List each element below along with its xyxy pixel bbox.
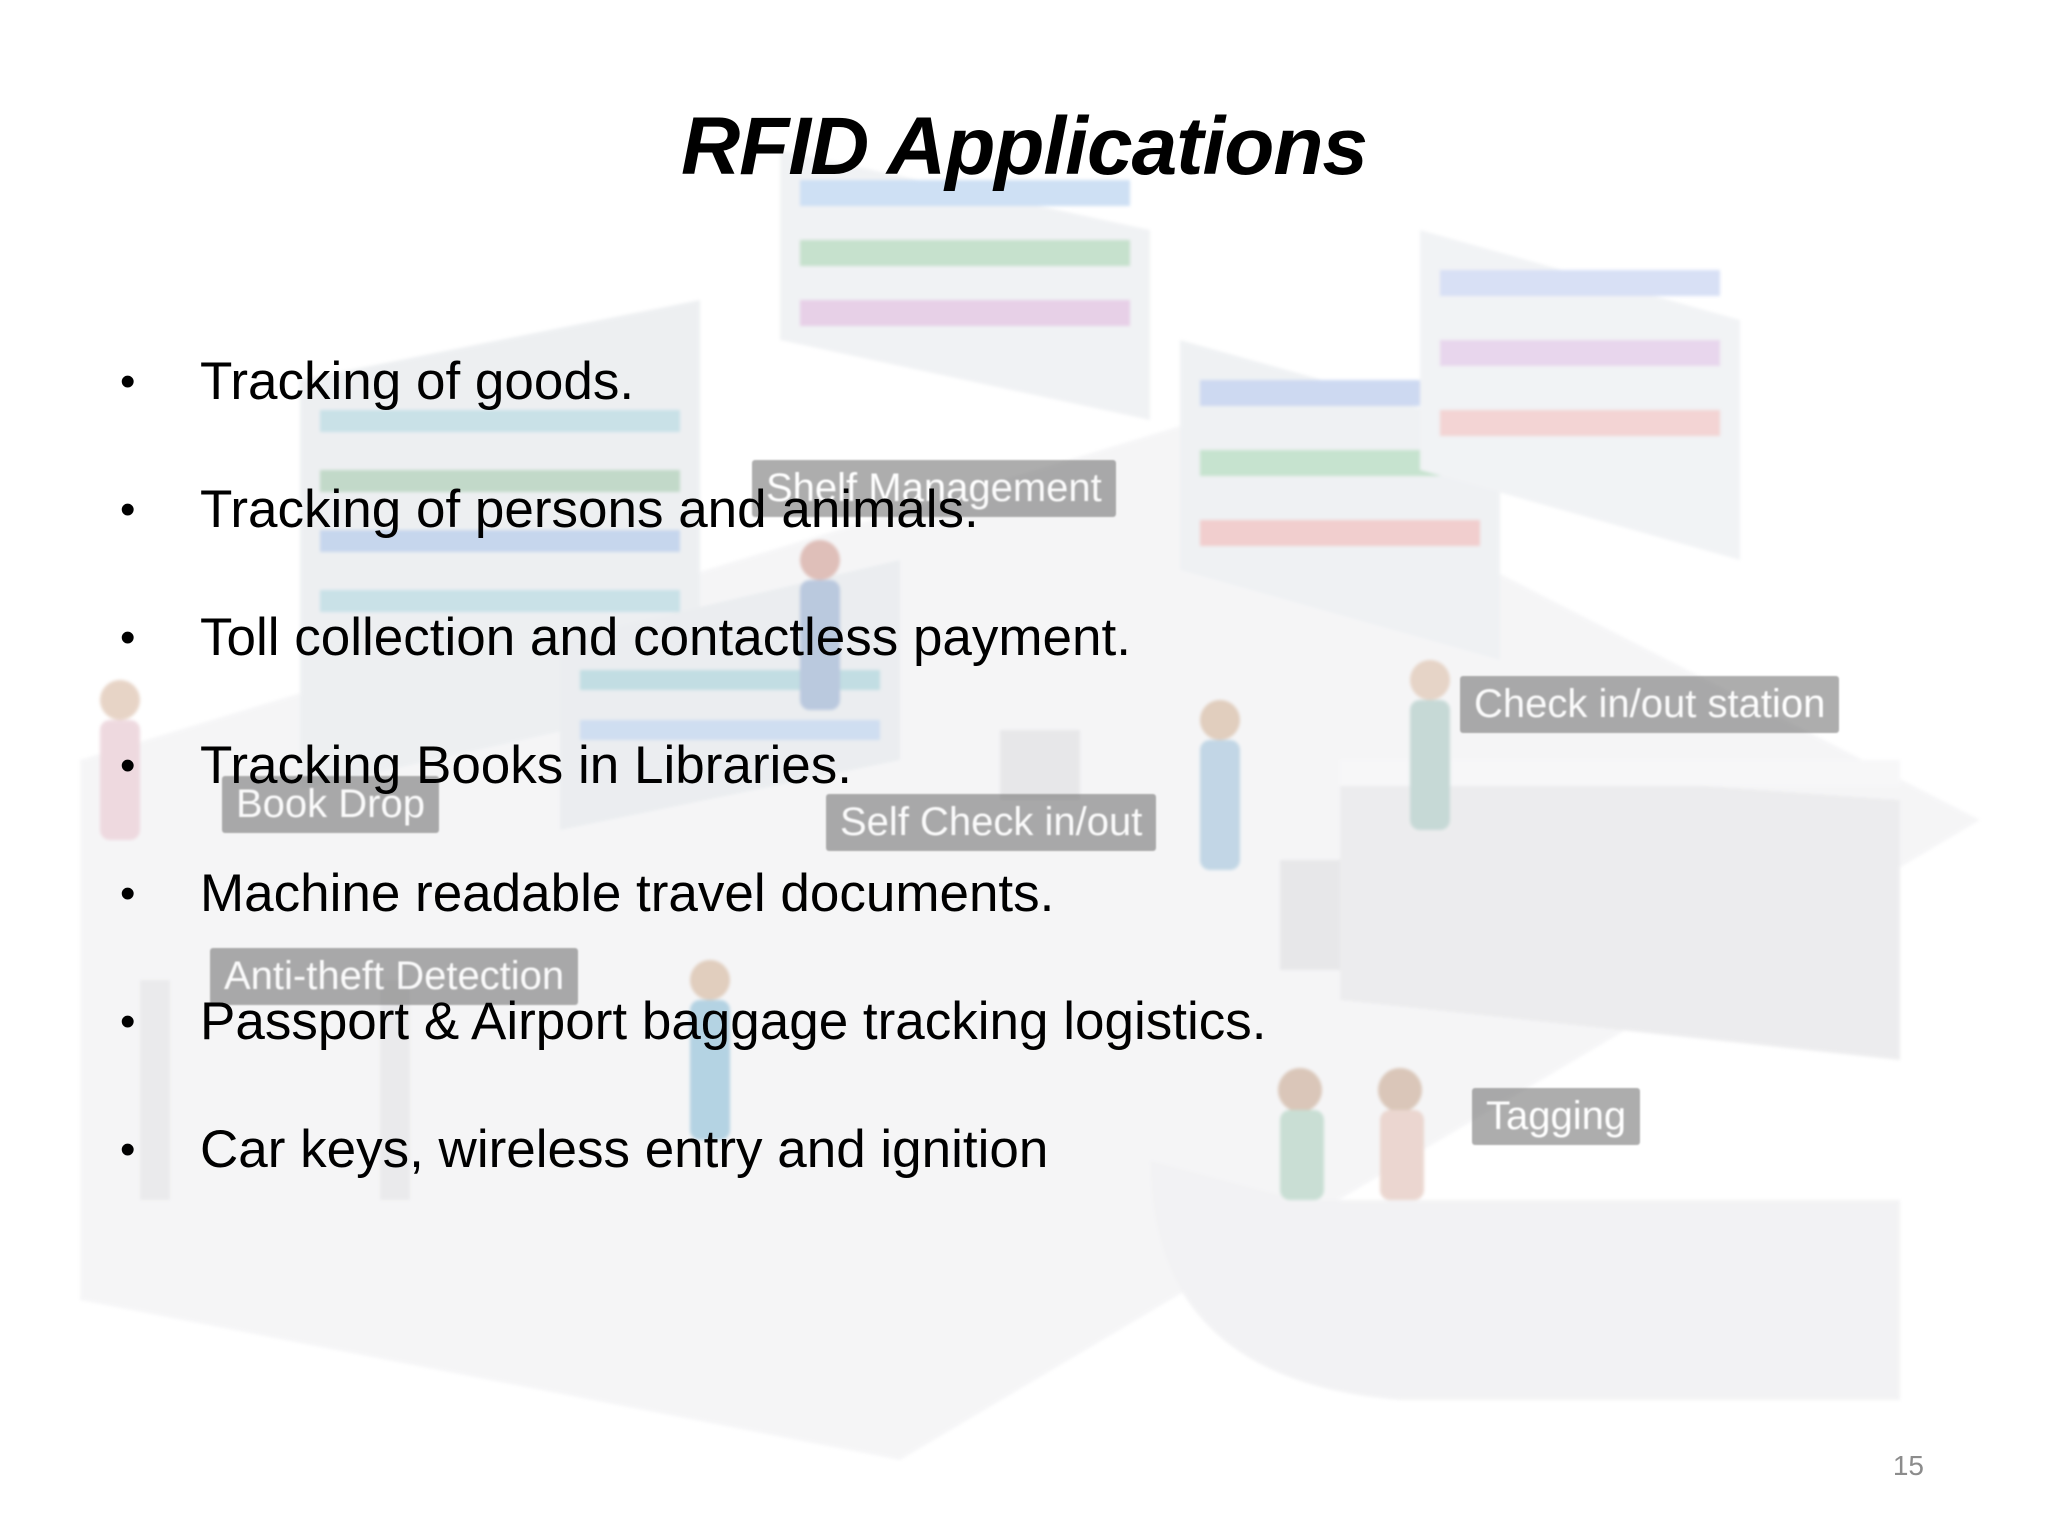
self-check-label: Self Check in/out (826, 794, 1157, 851)
bullet-icon: • (120, 741, 136, 790)
page-number: 15 (1892, 1450, 1924, 1481)
bullet-icon: • (120, 357, 136, 406)
bullet-item: • Passport & Airport baggage tracking lo… (120, 990, 1266, 1118)
bullet-item: • Toll collection and contactless paymen… (120, 606, 1266, 734)
bullet-icon: • (120, 997, 136, 1046)
anti-theft-label: Anti-theft Detection (210, 948, 579, 1005)
bullet-icon: • (120, 869, 136, 918)
bullet-item: • Machine readable travel documents. (120, 862, 1266, 990)
bullet-icon: • (120, 613, 136, 662)
shelf-management-label: Shelf Management (752, 460, 1116, 517)
bullet-item: • Tracking of persons and animals. (120, 478, 1266, 606)
bullet-item: • Tracking of goods. (120, 350, 1266, 478)
book-drop-label: Book Drop (222, 776, 439, 833)
tagging-label: Tagging (1472, 1088, 1641, 1145)
bullet-text: Car keys, wireless entry and ignition (200, 1120, 1049, 1179)
bullet-text: Toll collection and contactless payment. (200, 608, 1131, 667)
bullet-icon: • (120, 485, 136, 534)
bullet-list: • Tracking of goods. • Tracking of perso… (120, 350, 1266, 1246)
bullet-text: Tracking Books in Libraries. (200, 736, 852, 795)
bullet-item: • Car keys, wireless entry and ignition (120, 1118, 1266, 1246)
bullet-text: Tracking of persons and animals. (200, 480, 979, 539)
bullet-icon: • (120, 1125, 136, 1174)
bullet-item: • Tracking Books in Libraries. (120, 734, 1266, 862)
bullet-text: Machine readable travel documents. (200, 864, 1055, 923)
slide-title: RFID Applications (680, 101, 1368, 192)
bullet-text: Passport & Airport baggage tracking logi… (200, 992, 1267, 1051)
check-station-label: Check in/out station (1460, 676, 1840, 733)
bullet-text: Tracking of goods. (200, 352, 635, 411)
